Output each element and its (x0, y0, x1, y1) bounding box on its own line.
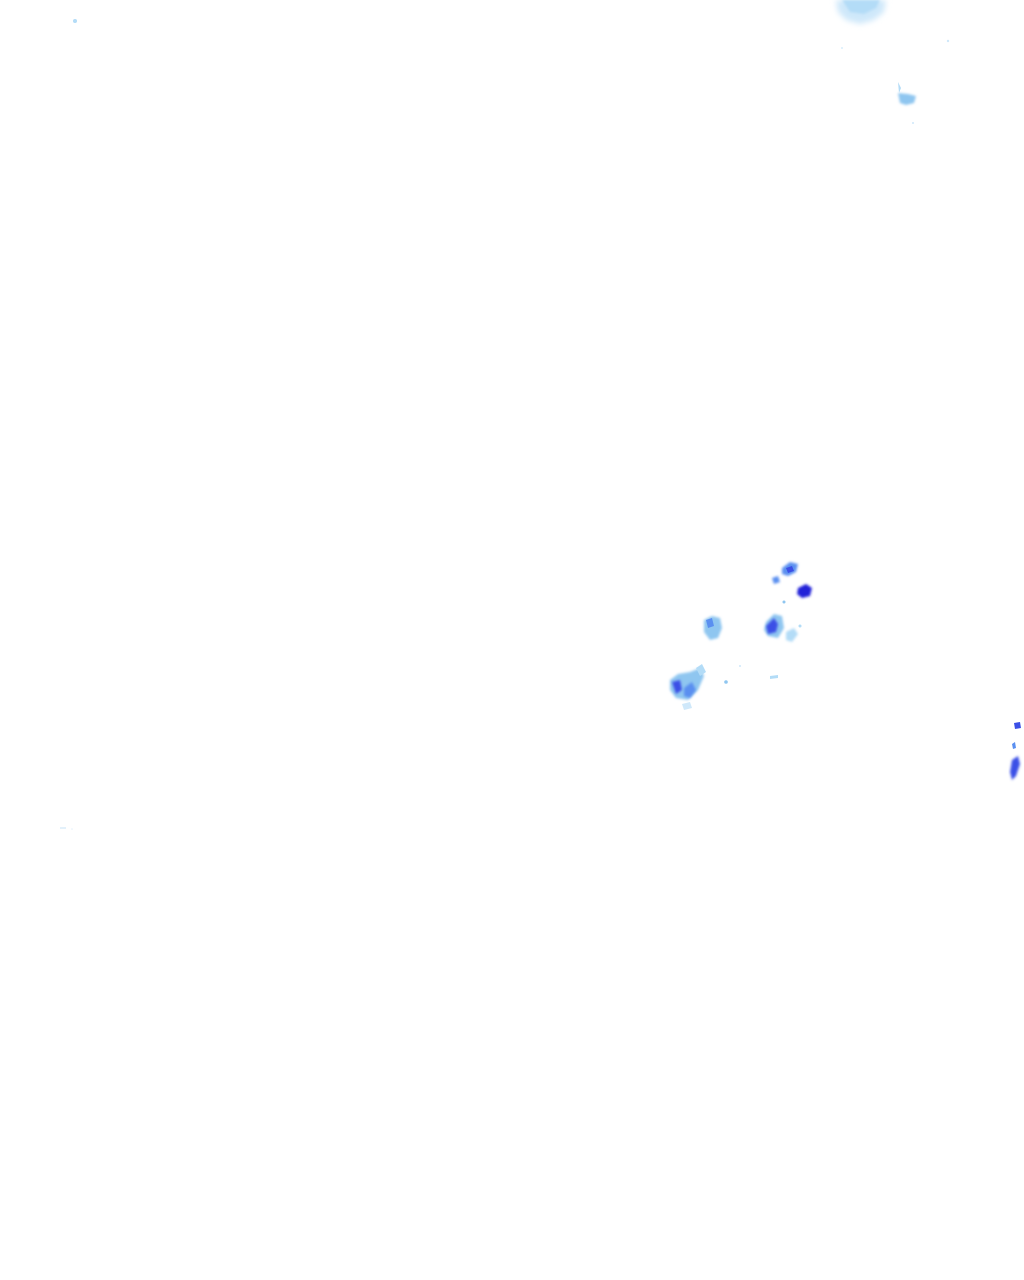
central-right-storm-cluster (670, 562, 812, 710)
echo-speck (798, 624, 802, 628)
echo-speck (782, 600, 786, 604)
right-edge-heavy-echo (1010, 722, 1021, 780)
left-specks (60, 19, 77, 830)
top-left-speck (73, 19, 77, 23)
upper-right-light-echo (898, 82, 916, 124)
echo-speck (841, 47, 843, 49)
echo-cell (772, 576, 780, 584)
echo-speck (912, 122, 914, 124)
echo-core (1014, 722, 1021, 729)
top-right-light-echo (836, 0, 950, 49)
echo-cell (842, 0, 880, 14)
echo-cell (898, 82, 901, 93)
echo-speck (724, 680, 728, 684)
left-speck (60, 827, 66, 829)
echo-speck (770, 675, 778, 679)
left-speck (71, 828, 73, 830)
echo-cell (704, 616, 722, 640)
echo-cell (706, 618, 714, 628)
echo-core (797, 584, 812, 598)
echo-core (766, 618, 778, 634)
echo-cell (898, 93, 916, 105)
echo-cell (684, 682, 696, 698)
echo-speck (946, 39, 950, 43)
echo-speck (739, 665, 741, 667)
echo-core (1010, 756, 1020, 780)
echo-cell (696, 664, 706, 676)
echo-cell (1012, 742, 1016, 749)
echo-core (672, 680, 682, 694)
echo-cell (786, 628, 798, 642)
echo-core (786, 566, 794, 573)
echo-cell (682, 702, 692, 710)
